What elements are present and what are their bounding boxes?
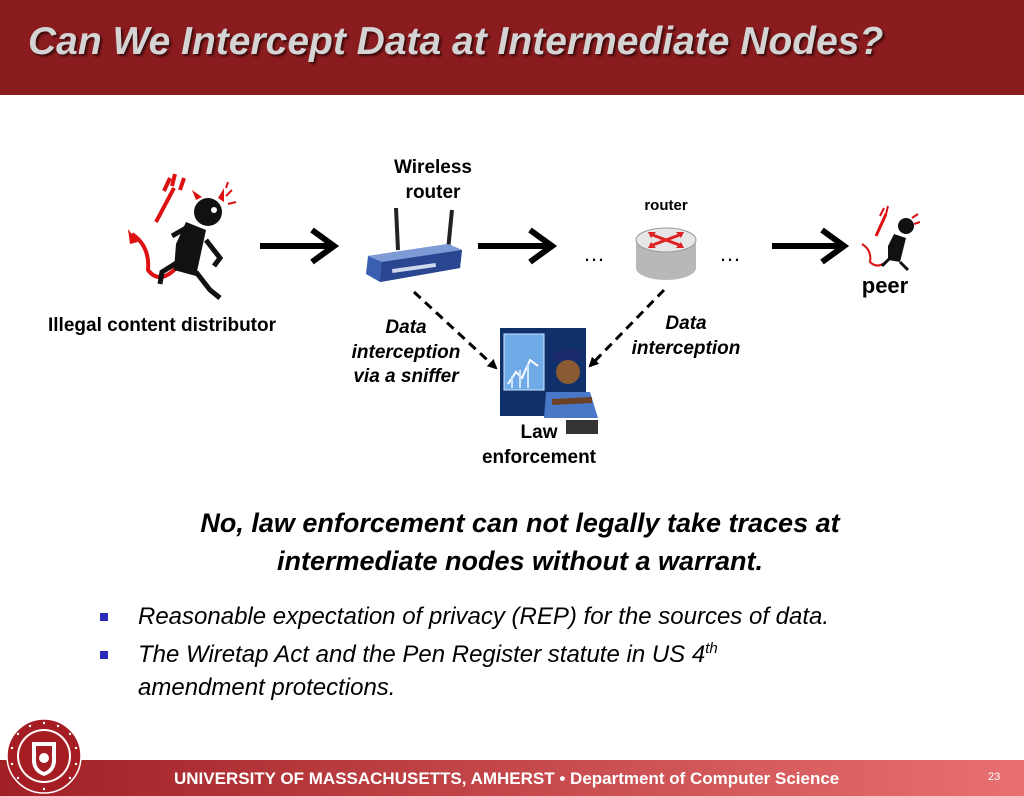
slide-title: Can We Intercept Data at Intermediate No…: [28, 20, 884, 63]
router-interception-label: Data interception: [631, 313, 741, 359]
flow-arrow-icon: [772, 227, 850, 265]
law-enforcement-label: Law enforcement: [481, 422, 597, 468]
title-bar: Can We Intercept Data at Intermediate No…: [0, 0, 1024, 95]
ellipsis-right: …: [719, 241, 741, 266]
distributor-label: Illegal content distributor: [48, 315, 277, 336]
footer-text: UNIVERSITY OF MASSACHUSETTS, AMHERST • D…: [174, 769, 840, 788]
conclusion-text: No, law enforcement can not legally take…: [200, 508, 840, 576]
footer-bar: UNIVERSITY OF MASSACHUSETTS, AMHERST • D…: [0, 760, 1024, 796]
bullet-square-icon: [100, 613, 108, 621]
bullet-square-icon: [100, 650, 108, 659]
flow-arrow-icon: [478, 227, 558, 265]
page-number: 23: [988, 771, 1001, 783]
wireless-router-label: Wireless router: [394, 157, 472, 203]
bullet-item: Reasonable expectation of privacy (REP) …: [98, 600, 988, 634]
law-enforcement-icon: [500, 328, 598, 434]
sniffer-interception-label: Data interception via a sniffer: [351, 317, 461, 388]
wireless-router-icon: [366, 207, 462, 282]
distributor-devil-icon: [128, 173, 237, 300]
router-interception-arrow: [588, 288, 666, 368]
bullet-item: The Wiretap Act and the Pen Register sta…: [98, 638, 988, 705]
sniffer-interception-arrow: [412, 290, 498, 370]
flow-arrow-icon: [260, 227, 340, 265]
router-label: router: [644, 197, 688, 214]
network-diagram: [128, 173, 921, 434]
university-seal-icon: [6, 718, 82, 794]
bullet-list: Reasonable expectation of privacy (REP) …: [98, 600, 988, 709]
peer-devil-icon: [861, 205, 921, 272]
peer-label: peer: [861, 273, 909, 298]
ellipsis-left: …: [583, 241, 605, 266]
router-icon: [635, 227, 697, 280]
